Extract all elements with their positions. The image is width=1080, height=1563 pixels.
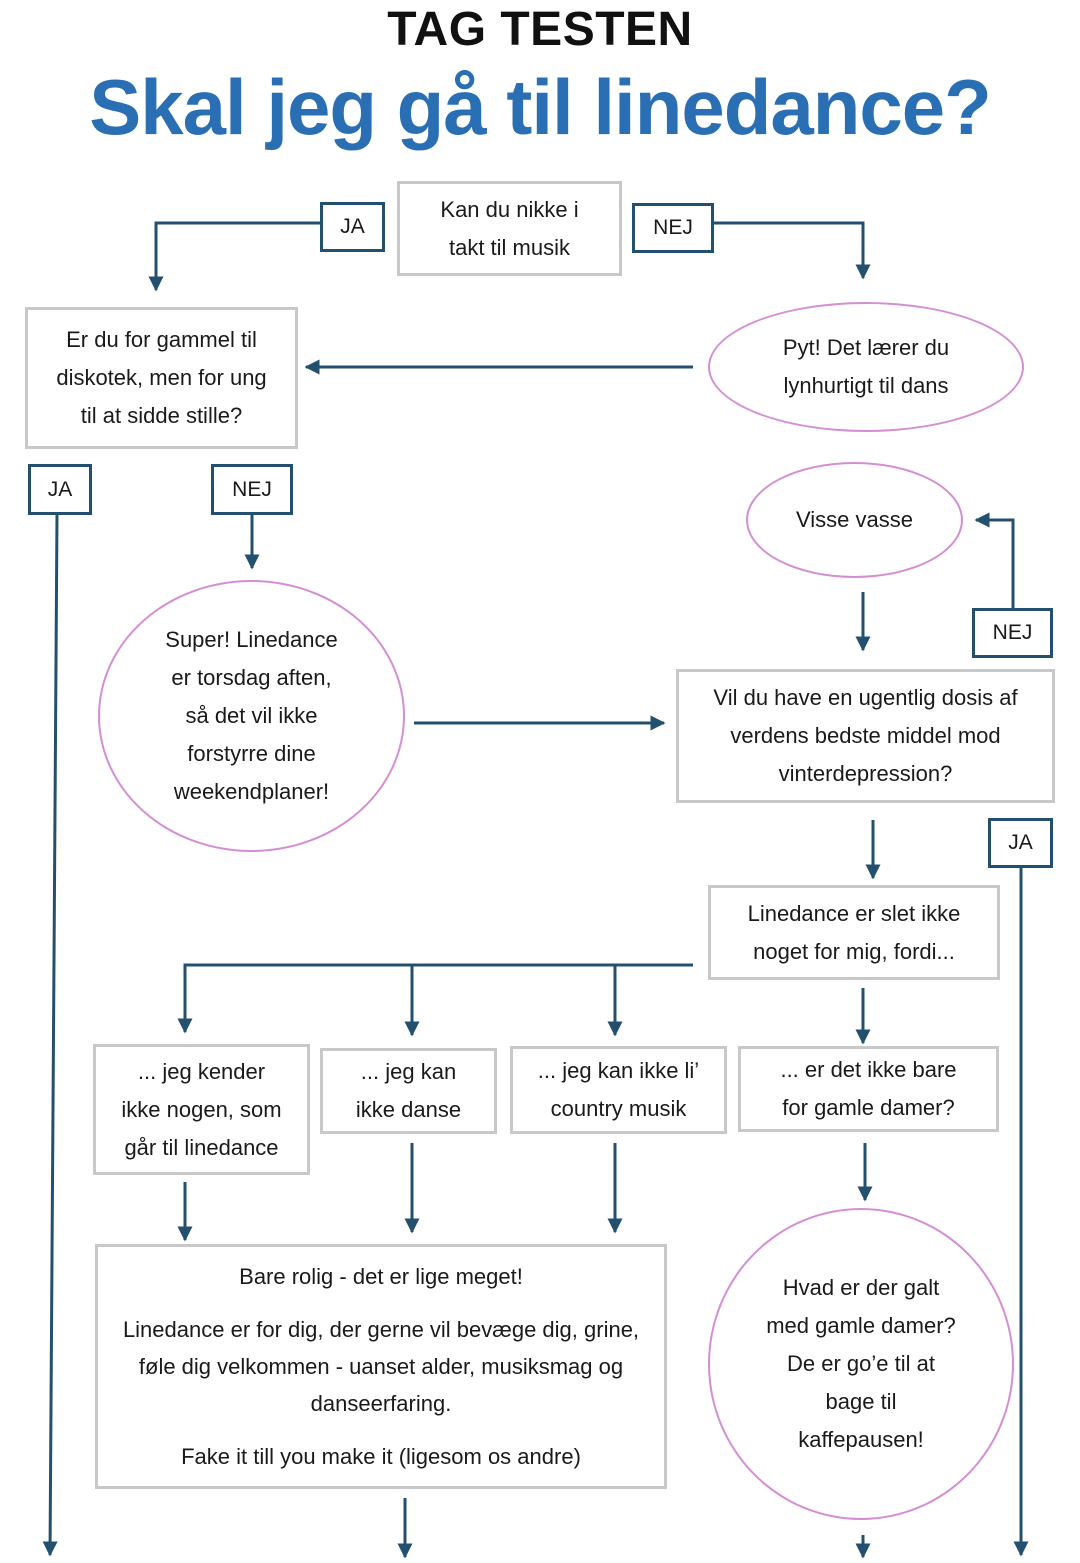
label-q1-yes: JA	[320, 202, 385, 252]
conclusion-body: Linedance er for dig, der gerne vil bevæ…	[122, 1317, 640, 1416]
conclusion-intro: Bare rolig - det er lige meget!	[239, 1264, 523, 1289]
question-line: diskotek, men for ung	[56, 365, 267, 390]
reason-line: ... jeg kender	[137, 1058, 266, 1084]
reason-cannot-dance: ... jeg kan ikke danse	[320, 1048, 497, 1134]
question-too-old-for-disco: Er du for gammel til diskotek, men for u…	[25, 307, 298, 449]
question-winter-depression: Vil du have en ugentlig dosis af verdens…	[676, 669, 1055, 803]
question-line: verdens bedste middel mod	[730, 723, 1001, 748]
answer-line: så det vil ikke	[185, 703, 318, 728]
answer-line: Super! Linedance	[165, 627, 338, 652]
connector-q1-yes	[148, 221, 320, 292]
question-line: Er du for gammel til	[66, 327, 257, 352]
connector-q2-yes	[42, 513, 59, 1557]
answer-line: Pyt! Det lærer du	[782, 335, 950, 360]
reason-line: for gamle damer?	[782, 1095, 955, 1120]
answer-line: kaffepausen!	[798, 1427, 924, 1452]
question-line: vinterdepression?	[778, 761, 953, 786]
label-q2-no: NEJ	[211, 464, 293, 515]
connector-q3-no	[974, 512, 1015, 608]
question-nod-to-music: Kan du nikke i takt til musik	[397, 181, 622, 276]
answer-old-ladies-bake: Hvad er der galt med gamle damer? De er …	[708, 1208, 1014, 1520]
answer-line: er torsdag aften,	[171, 665, 332, 690]
answer-thursday-evening: Super! Linedance er torsdag aften, så de…	[98, 580, 405, 852]
connector-q4-split	[177, 963, 693, 1034]
question-line: til at sidde stille?	[80, 403, 243, 428]
answer-line: lynhurtigt til dans	[783, 373, 949, 398]
page-title: Skal jeg gå til linedance?	[89, 63, 992, 151]
answer-learn-to-dance: Pyt! Det lærer du lynhurtigt til dans	[708, 302, 1024, 432]
statement-not-for-me: Linedance er slet ikke noget for mig, fo…	[708, 885, 1000, 980]
question-line: Kan du nikke i	[440, 196, 579, 222]
answer-line: weekendplaner!	[173, 779, 330, 804]
connector-q1-no	[714, 221, 871, 280]
reason-know-nobody: ... jeg kender ikke nogen, som går til l…	[93, 1044, 310, 1175]
conclusion-outro: Fake it till you make it (ligesom os and…	[181, 1444, 581, 1469]
answer-line: bage til	[825, 1389, 897, 1414]
question-line: takt til musik	[448, 234, 571, 260]
statement-line: Linedance er slet ikke	[747, 900, 961, 926]
answer-line: med gamle damer?	[766, 1313, 956, 1338]
label-q3-no: NEJ	[972, 608, 1053, 658]
answer-visse-vasse: Visse vasse	[746, 462, 963, 578]
reason-line: ... jeg kan ikke li’	[537, 1058, 700, 1083]
reason-line: ... jeg kan	[360, 1059, 457, 1084]
statement-line: noget for mig, fordi...	[753, 938, 955, 964]
reason-line: går til linedance	[124, 1134, 279, 1160]
question-line: Vil du have en ugentlig dosis af	[713, 685, 1018, 710]
answer-line: De er go’e til at	[787, 1351, 935, 1376]
answer-line: Hvad er der galt	[782, 1275, 940, 1300]
reason-line: ... er det ikke bare	[780, 1057, 957, 1082]
label-q3-yes: JA	[988, 818, 1053, 868]
label-q1-no: NEJ	[632, 203, 714, 253]
kicker: TAG TESTEN	[387, 3, 693, 56]
reason-old-ladies: ... er det ikke bare for gamle damer?	[738, 1046, 999, 1132]
reason-line: ikke nogen, som	[121, 1096, 282, 1122]
conclusion-dont-worry: Bare rolig - det er lige meget! Linedanc…	[95, 1244, 667, 1489]
heading: TAG TESTEN Skal jeg gå til linedance?	[0, 0, 1080, 160]
answer-line: Visse vasse	[796, 507, 913, 532]
answer-line: forstyrre dine	[187, 741, 316, 766]
label-q2-yes: JA	[28, 464, 92, 515]
reason-line: country musik	[550, 1096, 687, 1121]
reason-dislike-country: ... jeg kan ikke li’ country musik	[510, 1046, 727, 1134]
reason-line: ikke danse	[355, 1097, 462, 1122]
